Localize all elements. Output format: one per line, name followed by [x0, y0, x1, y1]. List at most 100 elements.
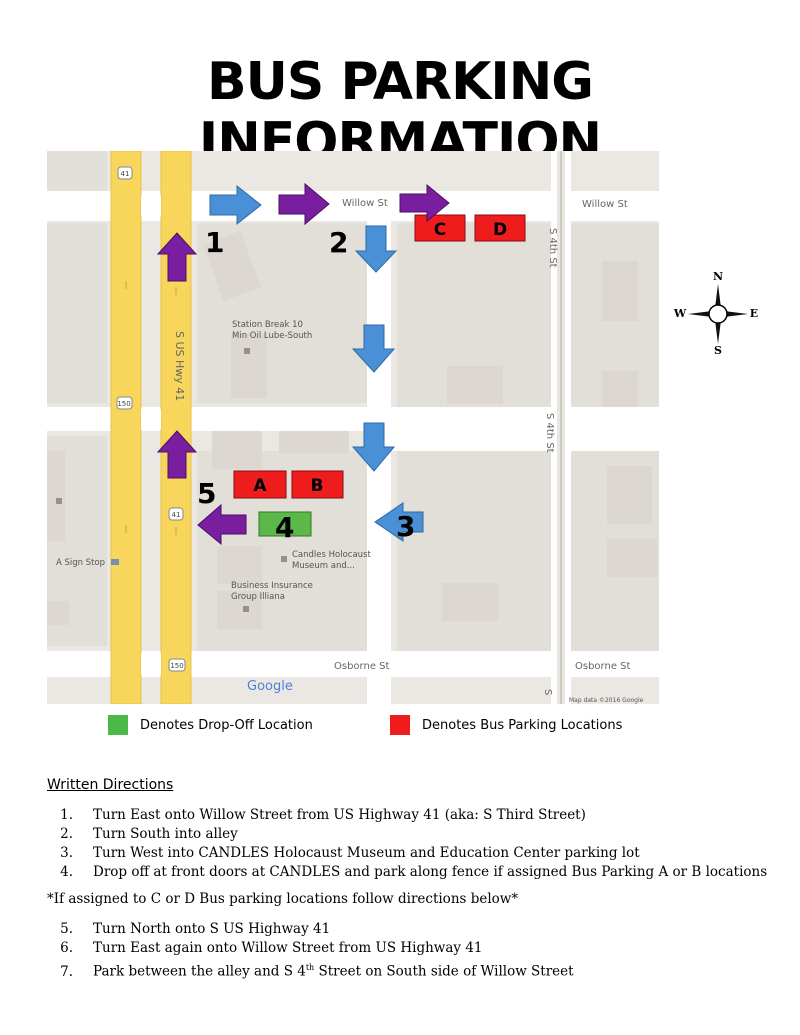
shield-bottom-label: 150	[170, 662, 183, 670]
parking-b	[291, 470, 344, 499]
route-shields: 41 150 41 150	[116, 166, 186, 672]
shield-mid	[116, 396, 133, 410]
step-text: Turn East again onto Willow Street from …	[93, 940, 483, 956]
bus-stop-icon	[111, 559, 119, 565]
parking-a	[233, 470, 287, 499]
step-number-5: 5	[197, 477, 216, 510]
map-attribution[interactable]: Map data ©2016 Google	[569, 697, 644, 704]
business-marker-icon	[243, 606, 249, 612]
step-text-pre: Park between the alley and S 4	[93, 963, 306, 980]
label-hwy: S US Hwy 41	[173, 331, 186, 401]
median-gap-osborne	[141, 653, 161, 675]
step-num: 3.	[60, 845, 73, 861]
legend-dropoff-swatch	[108, 715, 128, 735]
shield-mid-label: 150	[117, 400, 130, 408]
shield-lower-label: 41	[172, 511, 181, 519]
purple-arrows	[156, 182, 450, 546]
purple-arrow-north-2-icon	[156, 430, 198, 479]
step-text: Turn West into CANDLES Holocaust Museum …	[93, 845, 640, 861]
step-num: 4.	[60, 864, 73, 880]
step-num: 5.	[60, 921, 73, 937]
step-num: 1.	[60, 807, 73, 823]
street-labels: Willow St Willow St Osborne St Osborne S…	[173, 198, 630, 695]
compass-e: E	[750, 307, 758, 320]
direction-step: 7. Park between the alley and S 4th Stree…	[47, 958, 574, 980]
directions-list-a: 1.Turn East onto Willow Street from US H…	[47, 806, 767, 882]
google-logo: Google	[247, 679, 293, 694]
direction-step: 2. Turn South into alley	[47, 825, 767, 844]
step-number-3: 3	[396, 510, 415, 543]
compass-rose: N S E W	[672, 268, 764, 360]
step-number-2: 2	[329, 226, 348, 259]
label-osborne-right: Osborne St	[575, 661, 630, 672]
label-osborne-left: Osborne St	[334, 661, 389, 672]
directions-heading: Written Directions	[47, 777, 174, 793]
shield-bottom	[168, 658, 186, 672]
blue-arrow-south-2-icon	[351, 324, 396, 373]
place-business-line1: Business Insurance	[231, 581, 313, 591]
parking-d-label: D	[493, 220, 507, 240]
label-willow-left: Willow St	[342, 198, 388, 209]
median-gap-mid	[141, 409, 161, 429]
candles-marker-icon	[281, 556, 287, 562]
step-text-sup: th	[305, 963, 315, 972]
directions-note: *If assigned to C or D Bus parking locat…	[47, 891, 519, 907]
legend-parking-swatch	[390, 715, 410, 735]
step-num: 6.	[60, 940, 73, 956]
step-text-post: Street on South side of Willow Street	[314, 963, 574, 980]
blue-arrow-south-3-icon	[351, 422, 396, 472]
compass-s: S	[714, 344, 722, 357]
place-labels: Station Break 10 Min Oil Lube-South Cand…	[56, 320, 371, 602]
direction-step: 5. Turn North onto S US Highway 41	[47, 920, 574, 939]
compass-n: N	[713, 270, 723, 283]
blue-arrow-west-icon	[374, 502, 424, 542]
label-willow-right: Willow St	[582, 199, 628, 210]
direction-step: 6. Turn East again onto Willow Street fro…	[47, 939, 574, 958]
place-station-line1: Station Break 10	[232, 320, 303, 330]
place-markers	[56, 348, 287, 612]
street-map[interactable]: Willow St Willow St Osborne St Osborne S…	[47, 151, 659, 704]
legend-dropoff-label: Denotes Drop-Off Location	[140, 717, 313, 733]
median-gap-willow	[141, 196, 161, 216]
step-text: Turn South into alley	[93, 826, 238, 842]
compass-needle-icon	[688, 284, 748, 344]
blue-arrow-south-1-icon	[354, 225, 398, 273]
parking-d	[474, 214, 526, 242]
shield-top	[117, 166, 133, 180]
step-num: 7.	[60, 963, 73, 980]
step-text: Drop off at front doors at CANDLES and p…	[93, 864, 768, 880]
parking-boxes: C D A B	[233, 214, 526, 537]
place-station-line2: Min Oil Lube-South	[232, 331, 312, 341]
purple-arrow-east-2-icon	[399, 183, 450, 223]
direction-step: 1.Turn East onto Willow Street from US H…	[47, 806, 767, 825]
dropoff-box	[258, 511, 312, 537]
shield-top-label: 41	[121, 170, 130, 178]
parking-a-label: A	[253, 476, 267, 496]
step-num: 2.	[60, 826, 73, 842]
parking-b-label: B	[311, 476, 324, 496]
step-text: Turn North onto S US Highway 41	[93, 921, 331, 937]
lane-arrows	[125, 281, 177, 535]
label-s4th-mid: S 4th St	[544, 413, 555, 453]
legend-parking: Denotes Bus Parking Locations	[390, 714, 622, 736]
purple-arrow-north-1-icon	[156, 232, 198, 282]
legend-parking-label: Denotes Bus Parking Locations	[422, 717, 623, 733]
blue-arrows	[209, 184, 424, 542]
parking-c-label: C	[434, 220, 446, 240]
shield-lower	[168, 507, 184, 521]
directions-list-b: 5. Turn North onto S US Highway 41 6. Turn…	[47, 920, 574, 980]
label-s4th-bottom: S	[542, 689, 553, 695]
step-number-1: 1	[205, 226, 224, 259]
direction-step: 4. Drop off at front doors at CANDLES and…	[47, 863, 767, 882]
place-business-line2: Group Illiana	[231, 592, 285, 602]
page-title: BUS PARKING INFORMATION	[198, 52, 602, 172]
step-number-4: 4	[275, 511, 294, 544]
place-candles-line1: Candles Holocaust	[292, 550, 371, 560]
parking-c	[414, 214, 466, 242]
step-numbers: 1 2 3 4 5	[197, 226, 415, 544]
blue-arrow-east-icon	[209, 184, 262, 226]
purple-arrow-west-icon	[197, 503, 247, 546]
place-candles-line2: Museum and...	[292, 561, 355, 571]
station-marker-icon	[244, 348, 250, 354]
poi-marker-icon	[56, 498, 62, 504]
